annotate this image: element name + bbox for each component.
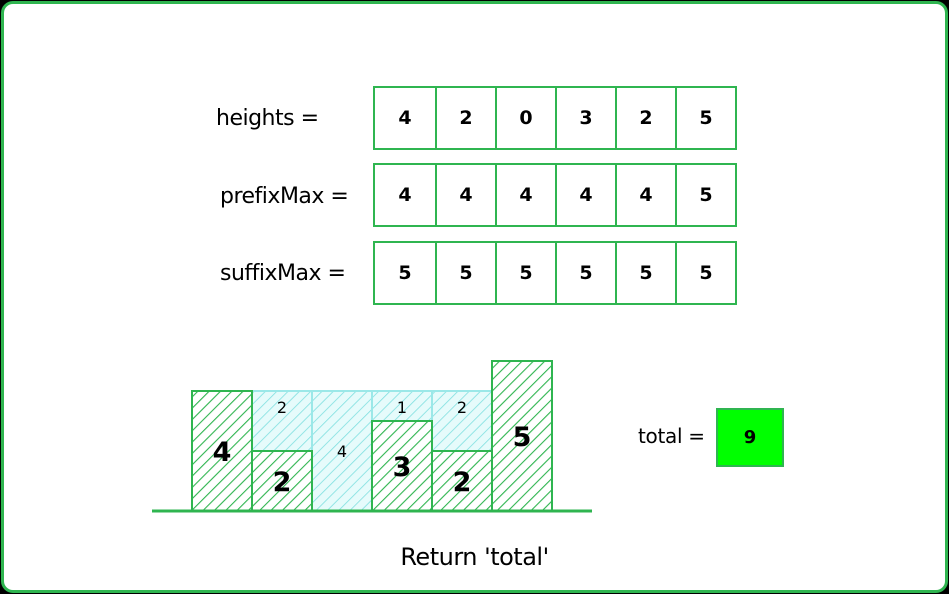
suffixmax-cell: 5 bbox=[615, 243, 675, 303]
heights-cell: 5 bbox=[675, 88, 735, 148]
water-amount-label: 4 bbox=[337, 442, 347, 461]
bar-layer bbox=[191, 360, 553, 512]
prefixmax-cell: 5 bbox=[675, 165, 735, 225]
heights-cell: 3 bbox=[555, 88, 615, 148]
heights-cell: 4 bbox=[398, 107, 412, 129]
bar-height-label: 3 bbox=[393, 452, 412, 483]
prefixmax-cell: 4 bbox=[555, 165, 615, 225]
height-bar bbox=[371, 420, 433, 512]
heights-cell: 2 bbox=[615, 88, 675, 148]
water-amount-label: 1 bbox=[397, 398, 407, 417]
water-block bbox=[251, 390, 313, 452]
water-block bbox=[371, 390, 433, 422]
bar-height-label: 5 bbox=[513, 422, 532, 453]
bar-height-label: 2 bbox=[273, 467, 292, 498]
prefixmax-cell: 4 bbox=[398, 184, 412, 206]
prefixmax-array: 4 4 4 4 4 5 bbox=[373, 163, 737, 227]
prefixmax-cell: 4 bbox=[615, 165, 675, 225]
caption: Return 'total' bbox=[400, 543, 549, 571]
total-value-box: 9 bbox=[716, 408, 784, 467]
height-bar bbox=[491, 360, 553, 512]
bar-height-label: 4 bbox=[213, 437, 232, 468]
suffixmax-label: suffixMax = bbox=[220, 261, 346, 286]
label-layer: 4 2 2 4 1 3 2 2 5 bbox=[213, 398, 532, 498]
suffixmax-cell: 5 bbox=[435, 243, 495, 303]
suffixmax-array: 5 5 5 5 5 5 bbox=[373, 241, 737, 305]
suffixmax-cell: 5 bbox=[555, 243, 615, 303]
prefixmax-label: prefixMax = bbox=[220, 184, 349, 209]
height-bar bbox=[251, 450, 313, 512]
heights-label: heights = bbox=[216, 106, 319, 131]
heights-array: 4 2 0 3 2 5 bbox=[373, 86, 737, 150]
height-bar bbox=[191, 390, 253, 512]
water-amount-label: 2 bbox=[457, 398, 467, 417]
total-label: total = bbox=[638, 424, 705, 448]
heights-cell: 0 bbox=[495, 88, 555, 148]
height-bar bbox=[431, 450, 493, 512]
water-amount-label: 2 bbox=[277, 398, 287, 417]
heights-cell: 2 bbox=[435, 88, 495, 148]
suffixmax-cell: 5 bbox=[398, 262, 412, 284]
prefixmax-cell: 4 bbox=[435, 165, 495, 225]
prefixmax-cell: 4 bbox=[495, 165, 555, 225]
bar-height-label: 2 bbox=[453, 467, 472, 498]
suffixmax-cell: 5 bbox=[675, 243, 735, 303]
suffixmax-cell: 5 bbox=[495, 243, 555, 303]
